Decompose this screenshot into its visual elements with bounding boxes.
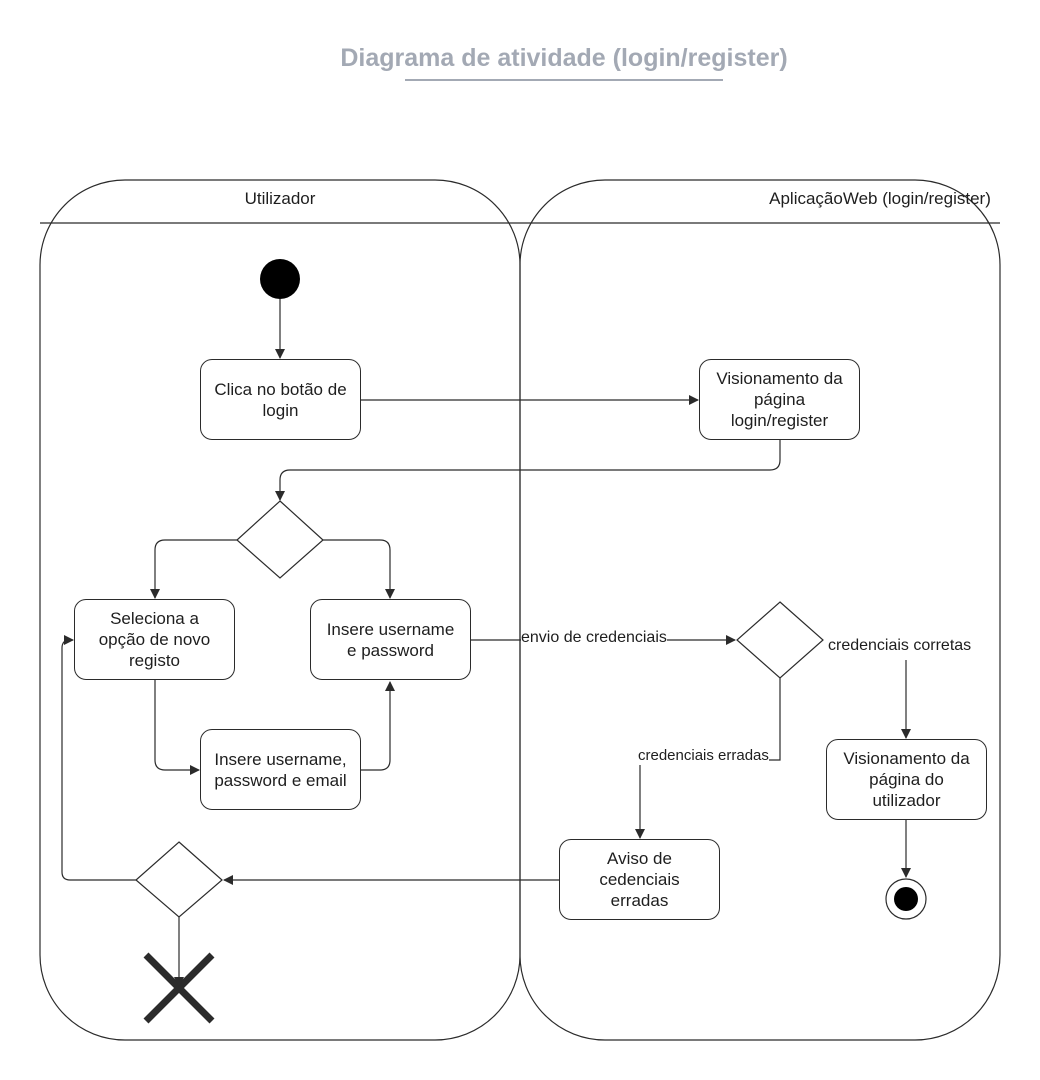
edge-retry-to-seleciona [61,635,136,881]
decision-retry [135,841,223,918]
lane-title-utilizador: Utilizador [244,189,316,208]
edge-seleciona-to-insere-email [154,680,200,775]
label-credenciais-erradas: credenciais erradas [638,747,769,765]
diagram-title: Diagrama de atividade (login/register) [340,44,788,72]
activity-final-node [885,878,927,920]
initial-node [260,259,300,299]
label-envio-credenciais: envio de credenciais [521,629,667,647]
flow-final-node [143,952,215,1024]
action-visionamento-login: Visionamento da página login/register [699,359,860,440]
action-insere-username-password-email: Insere username, password e email [200,729,361,810]
title-underline [405,79,723,81]
lane-title-aplicacaoweb: AplicaçãoWeb (login/register) [769,189,991,208]
action-visionamento-utilizador: Visionamento da página do utilizador [826,739,987,820]
lane-aplicacaoweb [519,179,1001,1041]
action-aviso-credenciais-erradas: Aviso de cedenciais erradas [559,839,720,920]
label-credenciais-corretas: credenciais corretas [828,637,972,655]
decision-credenciais [736,601,824,679]
action-clica-login: Clica no botão de login [200,359,361,440]
decision-login-or-register [236,500,324,579]
edge-decision-to-seleciona [150,539,237,599]
edge-decision-to-insere [323,539,395,599]
edge-insere-email-to-insere [361,681,395,771]
edge-visionamento-to-decision [275,440,781,501]
action-insere-username-password: Insere username e password [310,599,471,680]
action-seleciona-registo: Seleciona a opção de novo registo [74,599,235,680]
